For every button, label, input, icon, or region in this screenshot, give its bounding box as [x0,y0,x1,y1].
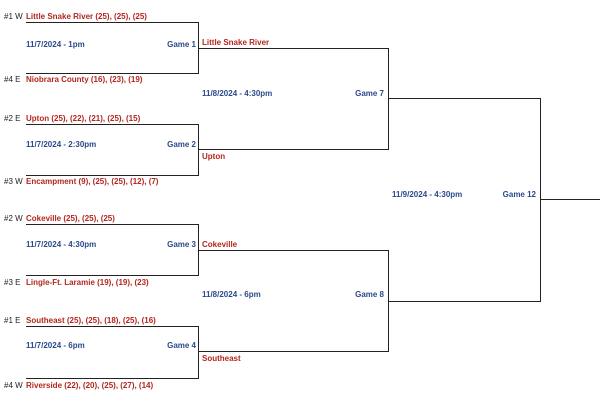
game-label: Game 1 [167,40,196,49]
bracket-line [198,124,199,176]
team-entry-riverside: Riverside (22), (20), (25), (27), (14) [26,381,154,390]
bracket-line [26,73,198,74]
game-date: 11/7/2024 - 1pm [26,40,85,49]
seed-label: #2 W [4,214,23,223]
seed-label: #3 E [4,278,21,287]
game-winner: Southeast [202,354,241,363]
game-label: Game 7 [355,89,384,98]
game-label: Game 2 [167,140,196,149]
seed-label: #4 W [4,381,23,390]
seed-label: #4 E [4,75,21,84]
game-date: 11/7/2024 - 2:30pm [26,140,97,149]
game-winner: Cokeville [202,240,238,249]
team-entry-southeast: Southeast (25), (25), (18), (25), (16) [26,316,156,325]
game-date: 11/8/2024 - 6pm [202,290,261,299]
bracket-line [26,22,198,23]
team-entry-cokeville: Cokeville (25), (25), (25) [26,214,115,223]
seed-label: #3 W [4,177,23,186]
game-winner: Little Snake River [202,38,270,47]
team-entry-upton: Upton (25), (22), (21), (25), (15) [26,114,141,123]
game-date: 11/9/2024 - 4:30pm [392,190,463,199]
game-date: 11/8/2024 - 4:30pm [202,89,273,98]
team-entry-lingle-ft-laramie: Lingle-Ft. Laramie (19), (19), (23) [26,278,149,287]
seed-label: #1 E [4,316,21,325]
game-label: Game 3 [167,240,196,249]
game-date: 11/7/2024 - 4:30pm [26,240,97,249]
bracket-line [540,98,541,302]
bracket-line [26,124,198,125]
bracket-line [26,378,198,379]
bracket-line [26,275,198,276]
bracket-line [198,149,388,150]
bracket-line [198,48,388,49]
bracket-line [198,326,199,379]
seed-label: #2 E [4,114,21,123]
bracket-line [198,250,388,251]
bracket-line [388,301,540,302]
game-label: Game 12 [502,190,536,199]
bracket-line [26,175,198,176]
game-winner: Upton [202,152,226,161]
seed-label: #1 W [4,12,23,21]
game-date: 11/7/2024 - 6pm [26,341,85,350]
bracket-line [198,351,388,352]
game-label: Game 4 [167,341,196,350]
team-entry-niobrara-county: Niobrara County (16), (23), (19) [26,75,143,84]
bracket-line [26,224,198,225]
team-entry-encampment: Encampment (9), (25), (25), (12), (7) [26,177,159,186]
bracket-line [26,326,198,327]
bracket-line [388,98,540,99]
bracket-line [388,48,389,150]
game-label: Game 8 [355,290,384,299]
team-entry-little-snake-river: Little Snake River (25), (25), (25) [26,12,147,21]
bracket-line [540,199,600,200]
